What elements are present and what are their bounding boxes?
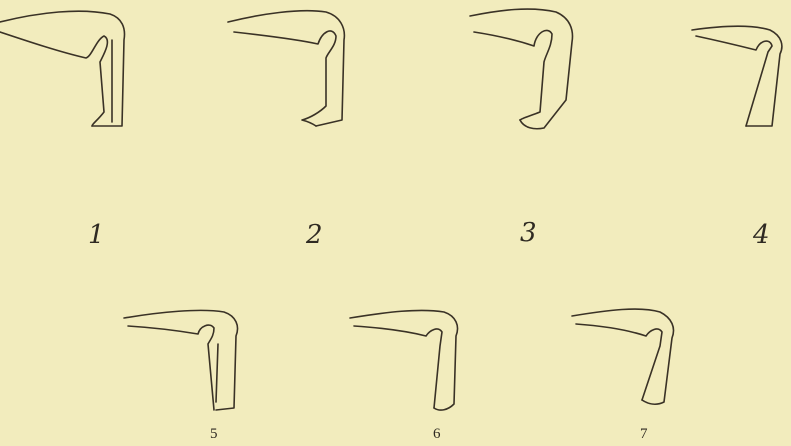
figure-3-drawing [470, 9, 572, 129]
figure-2-drawing [228, 11, 344, 126]
figure-1-label: 1 [88, 222, 105, 248]
figure-5-drawing [124, 310, 238, 410]
figure-7-label: 7 [640, 427, 648, 442]
figure-4-drawing [692, 26, 782, 126]
figure-6-drawing [350, 310, 458, 410]
figure-5-label: 5 [210, 427, 218, 442]
figure-6-label: 6 [433, 427, 441, 442]
figure-1-drawing [0, 11, 124, 126]
figure-7-drawing [572, 309, 674, 404]
figure-2-label: 2 [306, 222, 323, 248]
figure-3-label: 3 [520, 220, 537, 246]
figure-4-label: 4 [753, 222, 770, 248]
